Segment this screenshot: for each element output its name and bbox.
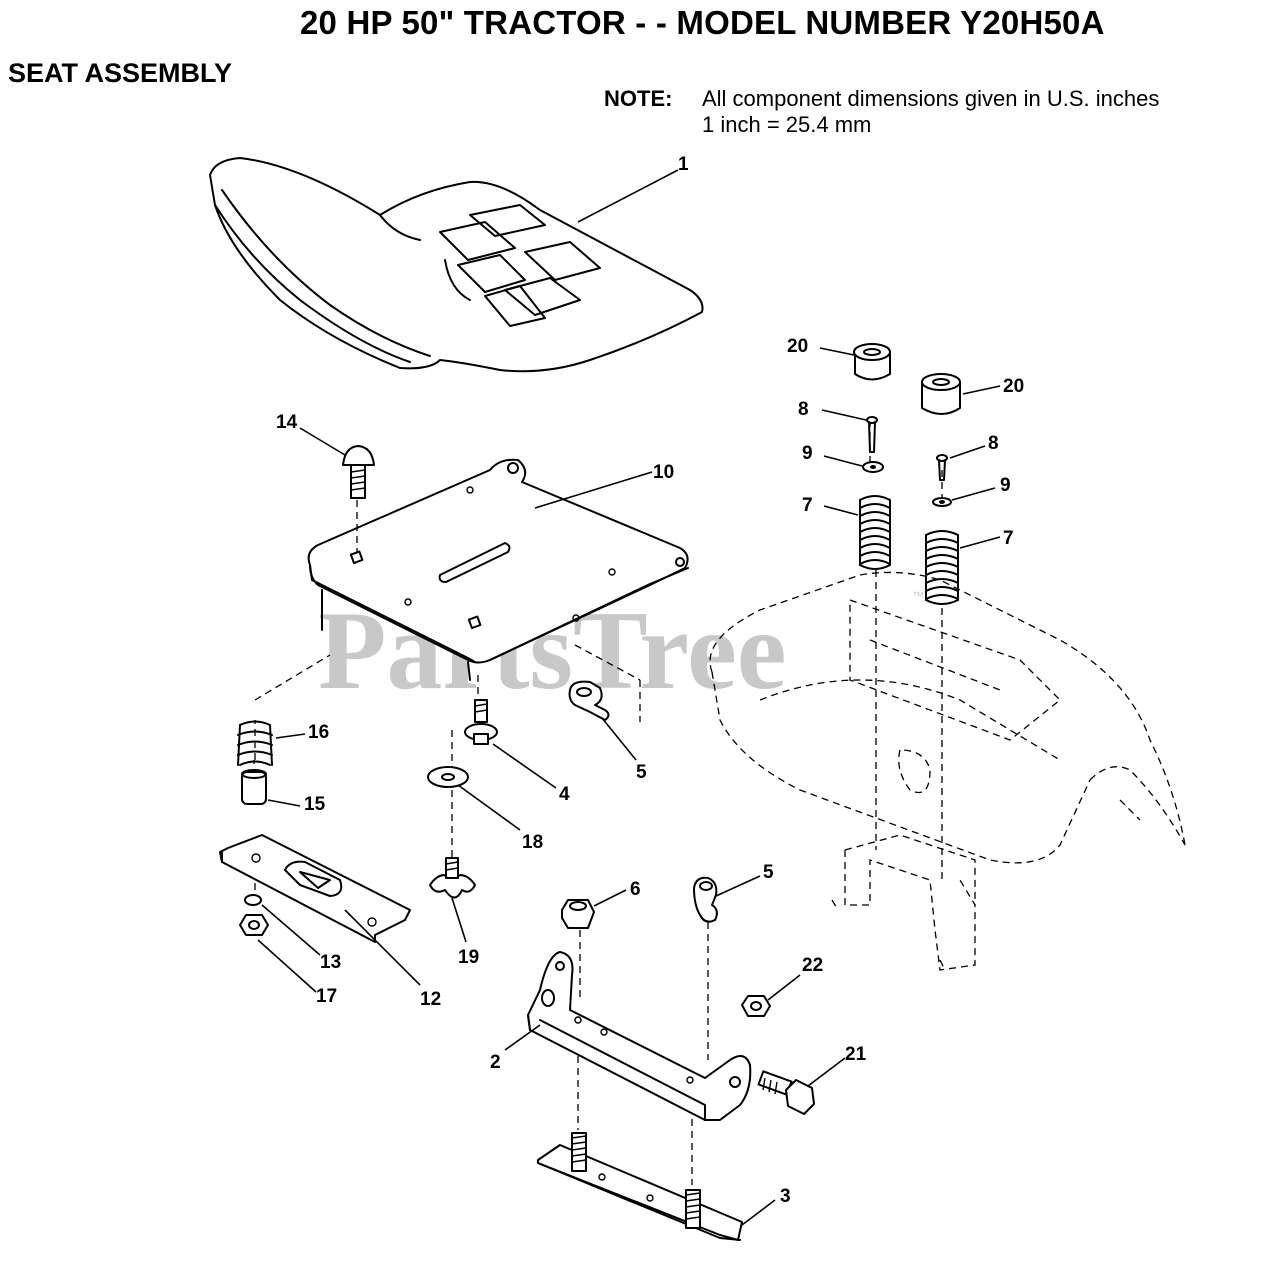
callout-4: 4	[559, 784, 570, 805]
part-seat[interactable]	[209, 157, 704, 373]
callout-7-right: 7	[1003, 528, 1014, 549]
note-line-2: 1 inch = 25.4 mm	[702, 112, 872, 137]
callout-9-left: 9	[802, 443, 813, 464]
fender-body-outline	[709, 571, 1186, 971]
part-pin-right[interactable]	[936, 454, 948, 481]
part-hex-bolt[interactable]	[757, 1070, 815, 1115]
part-bumper-left[interactable]	[853, 343, 891, 381]
part-washer-18[interactable]	[427, 766, 469, 788]
part-nut-17[interactable]	[239, 914, 269, 936]
part-bracket-12[interactable]	[219, 834, 411, 943]
part-adjust-knob[interactable]	[429, 857, 476, 899]
part-spring-16[interactable]	[237, 720, 273, 766]
section-title: SEAT ASSEMBLY	[8, 58, 233, 88]
note-label: NOTE:	[604, 86, 673, 111]
watermark-trademark: ™	[912, 589, 924, 603]
part-shoulder-bolt[interactable]	[464, 699, 498, 745]
part-carriage-bolt[interactable]	[342, 445, 375, 499]
callout-17: 17	[316, 986, 337, 1007]
callout-14: 14	[276, 412, 298, 433]
callout-15: 15	[304, 794, 326, 815]
diagram-title: 20 HP 50" TRACTOR - - MODEL NUMBER Y20H5…	[300, 4, 1105, 41]
callout-13: 13	[320, 952, 341, 973]
callout-18: 18	[522, 832, 543, 853]
callout-8-right: 8	[988, 433, 999, 454]
part-washer-9-right[interactable]	[932, 497, 952, 507]
callout-9-right: 9	[1000, 475, 1011, 496]
callout-5-lower: 5	[763, 862, 774, 883]
part-clip-lower[interactable]	[693, 876, 718, 923]
dimension-note: NOTE: All component dimensions given in U…	[604, 86, 1159, 138]
part-nut-6[interactable]	[561, 899, 595, 929]
callout-8-left: 8	[798, 399, 809, 420]
part-spring-7-left[interactable]	[859, 495, 891, 570]
part-pin-left[interactable]	[866, 416, 878, 453]
part-washer-9-left[interactable]	[862, 461, 884, 473]
part-spring-7-right[interactable]	[925, 530, 959, 605]
callout-1: 1	[678, 154, 689, 175]
callout-20-right: 20	[1003, 376, 1024, 397]
callout-10: 10	[653, 462, 674, 483]
part-stud-plate[interactable]	[537, 1132, 743, 1241]
callout-16: 16	[308, 722, 329, 743]
part-nut-22[interactable]	[741, 995, 771, 1017]
callout-3: 3	[780, 1186, 791, 1207]
callout-22: 22	[802, 955, 823, 976]
callout-19: 19	[458, 947, 479, 968]
part-nut-13[interactable]	[244, 894, 262, 906]
callout-2: 2	[490, 1052, 501, 1073]
callout-20-left: 20	[787, 336, 808, 357]
callout-21: 21	[845, 1044, 867, 1065]
part-spacer[interactable]	[241, 769, 267, 805]
part-clip-upper[interactable]	[568, 680, 610, 721]
callout-5-upper: 5	[636, 762, 647, 783]
part-seat-bracket[interactable]	[527, 951, 752, 1121]
part-seat-pan[interactable]	[307, 458, 689, 681]
callout-7-left: 7	[802, 495, 813, 516]
callout-12: 12	[420, 989, 441, 1010]
note-line-1: All component dimensions given in U.S. i…	[702, 86, 1160, 111]
callout-6: 6	[630, 879, 641, 900]
part-bumper-right[interactable]	[921, 373, 961, 415]
